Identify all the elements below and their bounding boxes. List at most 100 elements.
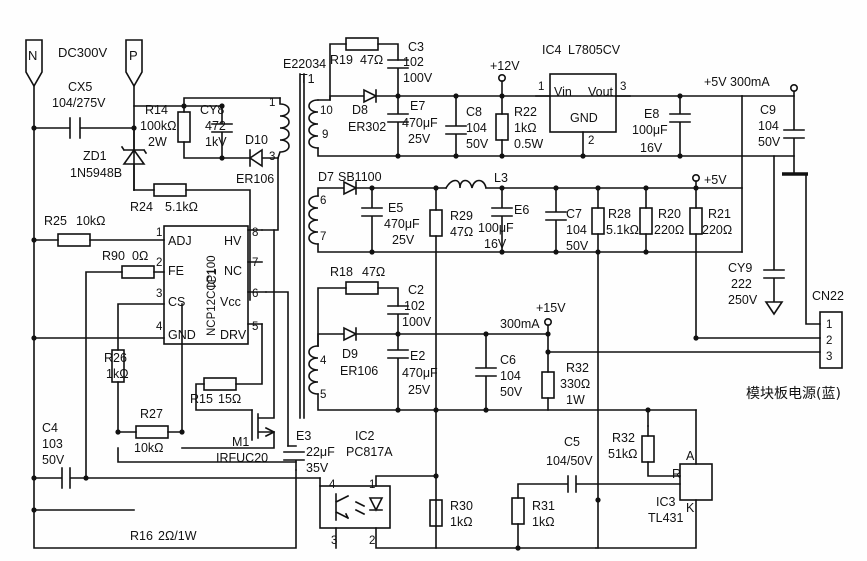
zd1-value: 1N5948B xyxy=(70,166,122,180)
e7-voltage: 25V xyxy=(408,132,431,146)
r30-value: 1kΩ xyxy=(450,515,473,529)
cn22-connector xyxy=(819,311,843,369)
e5-value: 470μF xyxy=(384,217,420,231)
ic4-pin-1: 1 xyxy=(538,81,544,93)
ic3-pin-k: K xyxy=(686,501,695,515)
ic3-pin-a: A xyxy=(686,449,695,463)
r27-value: 10kΩ xyxy=(134,441,164,455)
cy8-voltage: 1kV xyxy=(205,135,227,149)
e2-ref: E2 xyxy=(410,349,425,363)
r22-value: 1kΩ xyxy=(514,121,537,135)
r31-value: 1kΩ xyxy=(532,515,555,529)
cn22-pin-2: 2 xyxy=(826,335,832,347)
v12-label: +12V xyxy=(490,59,520,73)
r19-ref: R19 xyxy=(330,53,353,67)
e8-value: 100μF xyxy=(632,123,668,137)
ic1-num-2: 2 xyxy=(156,257,162,269)
ic2-pin-1: 1 xyxy=(369,479,375,491)
t1-pin-9: 9 xyxy=(322,129,328,141)
r21-ref: R21 xyxy=(708,207,731,221)
r32b-ref: R32 xyxy=(612,431,635,445)
cx5-ref: CX5 xyxy=(68,80,92,94)
ic3-ref: IC3 xyxy=(656,495,676,509)
c8-value: 104 xyxy=(466,121,487,135)
ic4-gnd: GND xyxy=(570,111,598,125)
input-n-terminal: N xyxy=(25,39,43,88)
m1-ref: M1 xyxy=(232,435,249,449)
ic4-pin-3: 3 xyxy=(620,81,626,93)
ic1-pin-hv: HV xyxy=(224,234,242,248)
ic4-vout: Vout xyxy=(588,85,614,99)
r16-value: 2Ω/1W xyxy=(158,529,197,543)
cn22-pin-3: 3 xyxy=(826,351,832,363)
e2-voltage: 25V xyxy=(408,383,431,397)
cy9-voltage: 250V xyxy=(728,293,758,307)
ic1-num-5: 5 xyxy=(252,321,258,333)
t1-pin-4: 4 xyxy=(320,355,327,367)
ic1-num-1: 1 xyxy=(156,227,162,239)
c6-ref: C6 xyxy=(500,353,516,367)
ic1-pin-nc: NC xyxy=(224,264,242,278)
ic1-num-8: 8 xyxy=(252,227,258,239)
cn22-ref: CN22 xyxy=(812,289,844,303)
r31-ref: R31 xyxy=(532,499,555,513)
e6-value: 100μF xyxy=(478,221,514,235)
e2-value: 470μF xyxy=(402,366,438,380)
r16-ref: R16 xyxy=(130,529,153,543)
c7-value: 104 xyxy=(566,223,587,237)
d10-value: ER106 xyxy=(236,172,274,186)
e6-ref: E6 xyxy=(514,203,529,217)
d7-value: SB1100 xyxy=(338,170,382,184)
r14-ref: R14 xyxy=(145,103,168,117)
c2-voltage: 100V xyxy=(402,315,432,329)
ic3-body xyxy=(679,463,713,501)
r20-ref: R20 xyxy=(658,207,681,221)
c3-voltage: 100V xyxy=(403,71,433,85)
ic2-ref: IC2 xyxy=(355,429,375,443)
r90-value: 0Ω xyxy=(132,249,148,263)
r27-ref: R27 xyxy=(140,407,163,421)
cy8-ref: CY8 xyxy=(200,103,224,117)
c3-ref: C3 xyxy=(408,40,424,54)
terminal-n-label: N xyxy=(28,48,37,63)
cy9-value: 222 xyxy=(731,277,752,291)
ic1-pin-cs: CS xyxy=(168,295,185,309)
cy9-ref: CY9 xyxy=(728,261,752,275)
e5-voltage: 25V xyxy=(392,233,415,247)
t1-pin-3: 3 xyxy=(269,151,275,163)
ic4-pin-2: 2 xyxy=(588,135,594,147)
e3-value: 22μF xyxy=(306,445,335,459)
cn22-caption: 模块板电源(蓝) xyxy=(746,386,841,402)
ic1-num-6: 6 xyxy=(252,288,258,300)
ic3-pin-r: R xyxy=(672,467,681,481)
r22-power: 0.5W xyxy=(514,137,543,151)
r14-power: 2W xyxy=(148,135,167,149)
r20-value: 220Ω xyxy=(654,223,684,237)
ma300-label: 300mA xyxy=(500,317,540,331)
ic1-num-3: 3 xyxy=(156,288,162,300)
r29-ref: R29 xyxy=(450,209,473,223)
c7-ref: C7 xyxy=(566,207,582,221)
r32a-ref: R32 xyxy=(566,361,589,375)
ic1-ref: IC1 xyxy=(205,269,219,289)
ic2-pin-3: 3 xyxy=(331,535,337,547)
r32b-value: 51kΩ xyxy=(608,447,638,461)
ic1-pin-vcc: Vcc xyxy=(220,295,241,309)
r18-ref: R18 xyxy=(330,265,353,279)
c6-value: 104 xyxy=(500,369,521,383)
m1-value: IRFUC20 xyxy=(216,451,268,465)
t1-ref: T1 xyxy=(300,72,315,86)
d9-value: ER106 xyxy=(340,364,378,378)
t1-pin-1: 1 xyxy=(269,97,275,109)
input-p-terminal: P xyxy=(125,39,143,88)
r14-value: 100kΩ xyxy=(140,119,176,133)
v5-label: +5V xyxy=(704,173,727,187)
c2-ref: C2 xyxy=(408,283,424,297)
ic1-body xyxy=(163,225,249,345)
c9-voltage: 50V xyxy=(758,135,781,149)
ic1-part: NCP12CCP100 xyxy=(206,255,218,336)
r28-value: 5.1kΩ xyxy=(606,223,639,237)
ic1-pin-fe: FE xyxy=(168,264,184,278)
r19-value: 47Ω xyxy=(360,53,383,67)
